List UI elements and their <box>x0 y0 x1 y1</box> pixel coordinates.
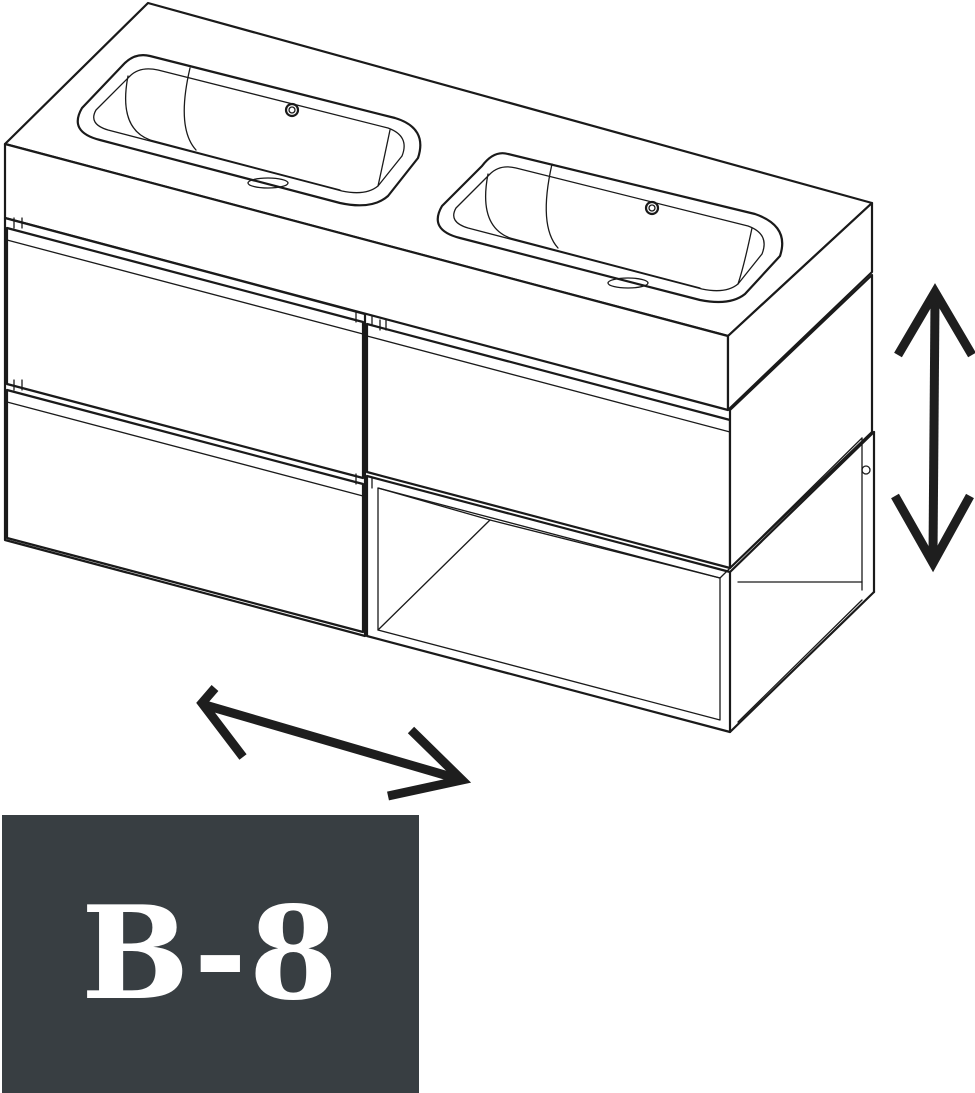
double-arrow-vertical-icon <box>891 283 975 573</box>
right-sink <box>436 152 784 304</box>
left-sink <box>76 54 422 207</box>
cabinet-side-panel <box>728 273 874 570</box>
drawer-top-left <box>5 226 365 480</box>
double-arrow-diagonal-icon <box>196 685 472 801</box>
model-label-box: B-8 <box>2 815 419 1093</box>
open-shelf-frame <box>365 430 876 734</box>
drawer-bottom-left <box>5 388 365 634</box>
model-code-label: B-8 <box>81 879 340 1029</box>
countertop-side-edge <box>726 201 874 412</box>
